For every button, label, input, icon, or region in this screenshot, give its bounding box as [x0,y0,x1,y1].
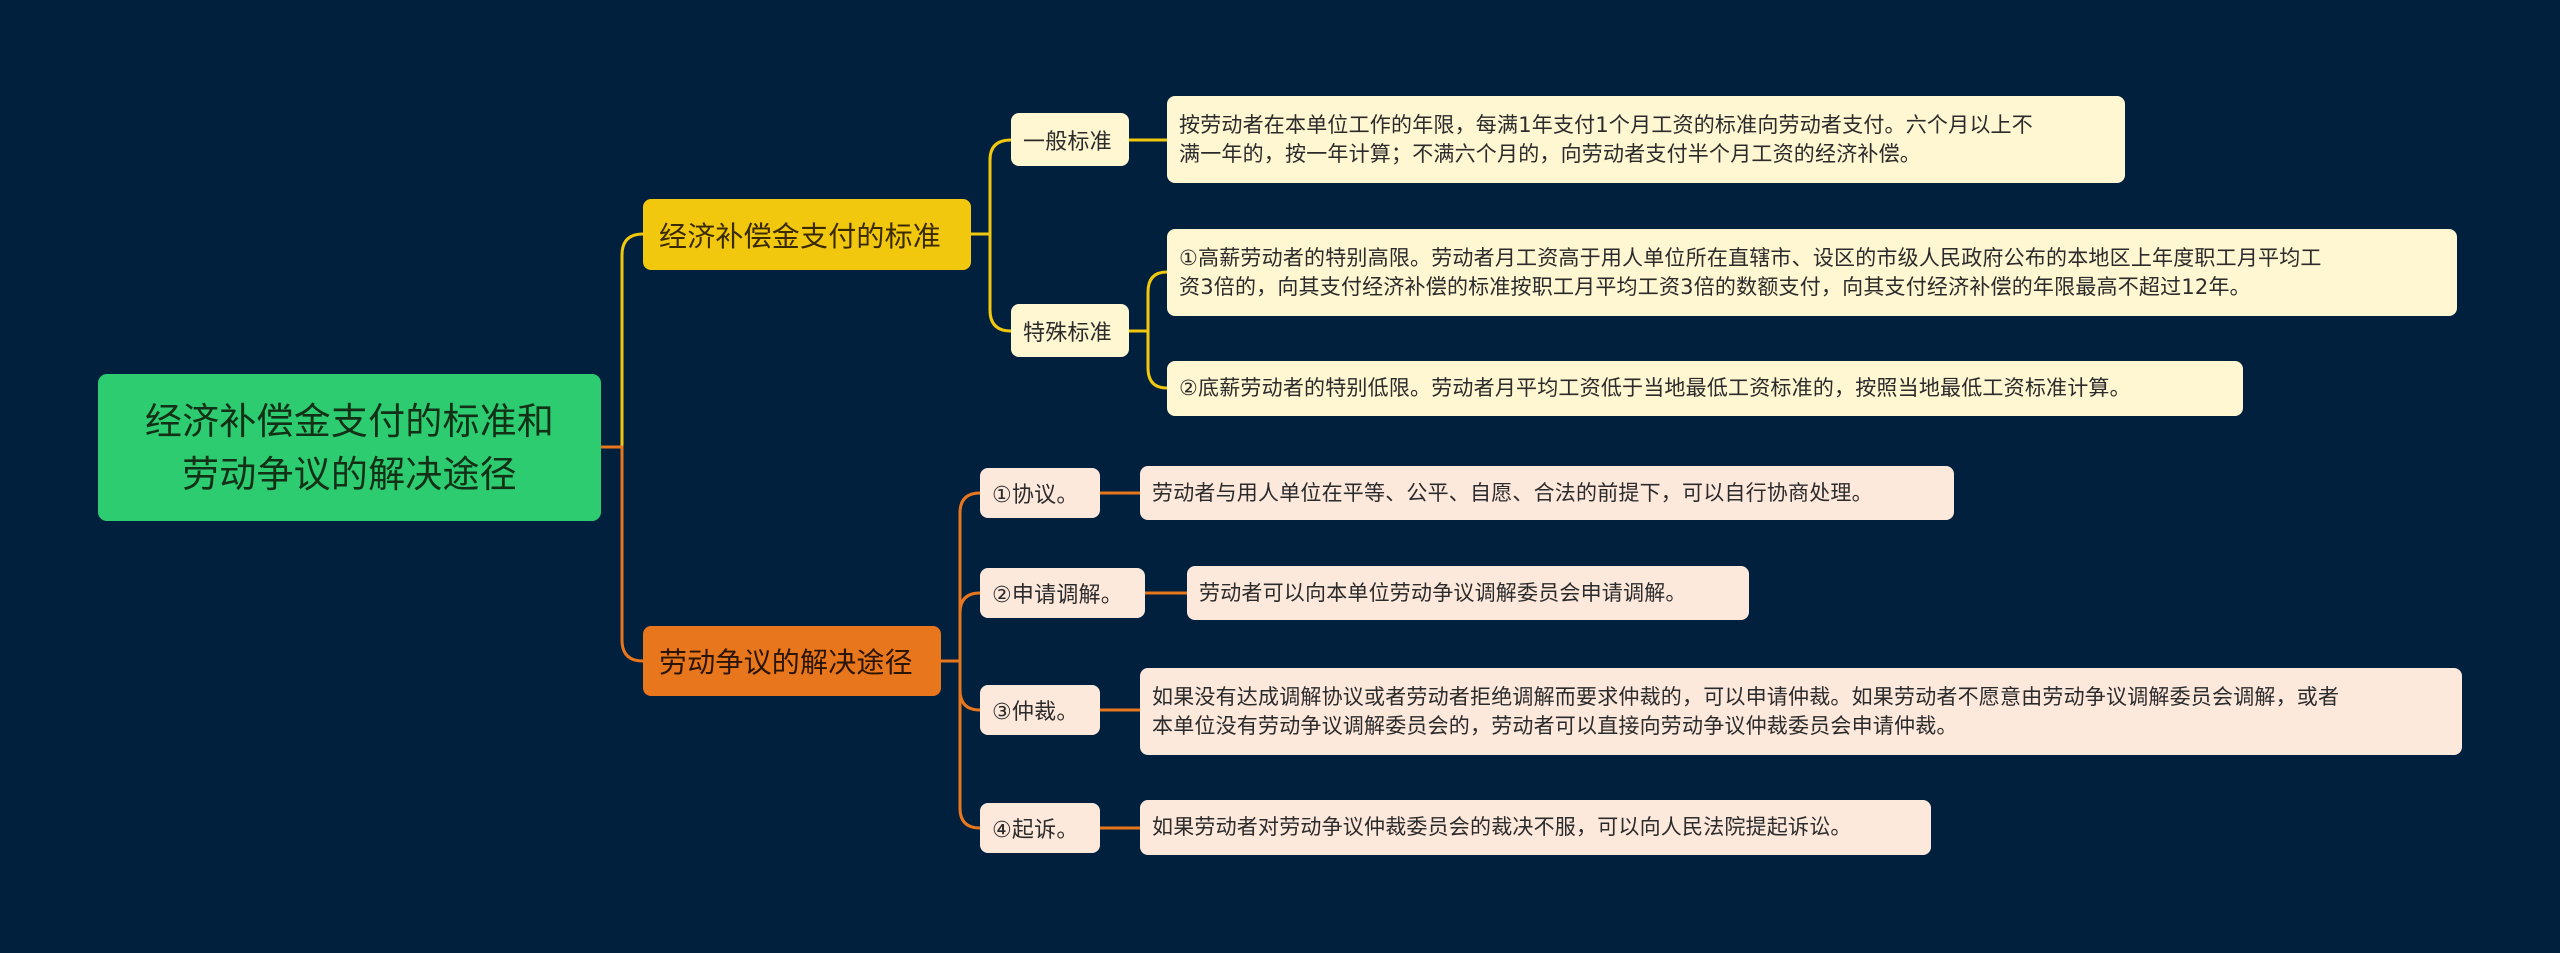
root-title-line2: 劳动争议的解决途径 [182,452,517,496]
subtopic-mediation[interactable]: ②申请调解。 [980,568,1145,618]
leaf-high-salary-cap[interactable]: ①高薪劳动者的特别高限。劳动者月工资高于用人单位所在直辖市、设区的市级人民政府公… [1167,229,2457,316]
connector-branch1-general [971,138,1012,236]
connector-branch2-sub1 [941,491,981,663]
connector-branch2-sub4 [941,659,981,830]
leaf-text: 如果没有达成调解协议或者劳动者拒绝调解而要求仲裁的，可以申请仲裁。如果劳动者不愿… [1152,684,2340,738]
leaf-low-salary-floor[interactable]: ②底薪劳动者的特别低限。劳动者月平均工资低于当地最低工资标准的，按照当地最低工资… [1167,361,2243,416]
leaf-arbitration[interactable]: 如果没有达成调解协议或者劳动者拒绝调解而要求仲裁的，可以申请仲裁。如果劳动者不愿… [1140,668,2462,755]
leaf-agreement[interactable]: 劳动者与用人单位在平等、公平、自愿、合法的前提下，可以自行协商处理。 [1140,466,1954,520]
subtopic-label: ③仲裁。 [992,700,1079,725]
leaf-text: ②底薪劳动者的特别低限。劳动者月平均工资低于当地最低工资标准的，按照当地最低工资… [1179,376,2131,400]
subtopic-label: ④起诉。 [992,818,1079,843]
leaf-text: 劳动者可以向本单位劳动争议调解委员会申请调解。 [1199,580,1687,605]
branch-label: 劳动争议的解决途径 [659,646,913,679]
subtopic-agreement[interactable]: ①协议。 [980,468,1100,518]
leaf-text: 劳动者与用人单位在平等、公平、自愿、合法的前提下，可以自行协商处理。 [1152,480,1873,505]
leaf-general-standard[interactable]: 按劳动者在本单位工作的年限，每满1年支付1个月工资的标准向劳动者支付。六个月以上… [1167,96,2125,183]
leaf-mediation[interactable]: 劳动者可以向本单位劳动争议调解委员会申请调解。 [1187,566,1749,620]
root-topic[interactable]: 经济补偿金支付的标准和 劳动争议的解决途径 [98,374,601,521]
root-title-line1: 经济补偿金支付的标准和 [144,399,555,443]
subtopic-special-standard[interactable]: 特殊标准 [1011,304,1129,357]
subtopic-label: 特殊标准 [1023,320,1112,346]
connector-root-branch1 [601,232,644,449]
branch-compensation-standard[interactable]: 经济补偿金支付的标准 [643,199,971,270]
subtopic-label: ②申请调解。 [992,583,1123,608]
subtopic-label: ①协议。 [992,483,1079,508]
leaf-text: 如果劳动者对劳动争议仲裁委员会的裁决不服，可以向人民法院提起诉讼。 [1152,815,1852,839]
branch-label: 经济补偿金支付的标准 [659,219,942,253]
connector-branch2-sub2 [941,591,981,663]
leaf-text: ①高薪劳动者的特别高限。劳动者月工资高于用人单位所在直辖市、设区的市级人民政府公… [1179,245,2322,299]
leaf-lawsuit[interactable]: 如果劳动者对劳动争议仲裁委员会的裁决不服，可以向人民法院提起诉讼。 [1140,800,1931,855]
connector-special-leaf2 [1129,329,1168,390]
branch-dispute-resolution[interactable]: 劳动争议的解决途径 [643,626,941,696]
subtopic-general-standard[interactable]: 一般标准 [1011,113,1129,166]
leaf-text: 按劳动者在本单位工作的年限，每满1年支付1个月工资的标准向劳动者支付。六个月以上… [1179,112,2033,166]
connector-branch1-special [971,232,1012,333]
connector-special-leaf1 [1129,270,1168,333]
subtopic-arbitration[interactable]: ③仲裁。 [980,685,1100,735]
subtopic-lawsuit[interactable]: ④起诉。 [980,803,1100,853]
connector-root-branch2 [601,445,644,663]
subtopic-label: 一般标准 [1023,129,1112,155]
